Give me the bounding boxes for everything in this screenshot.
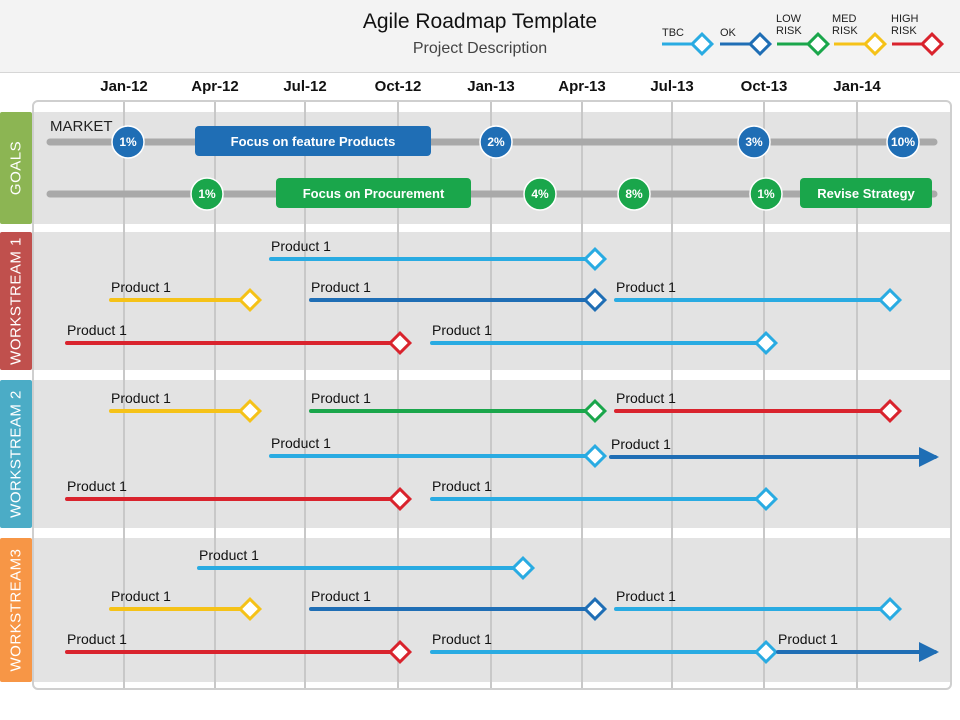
goal-milestone [111, 125, 145, 159]
goal-milestone-label: 8% [625, 187, 643, 201]
milestone-diamond [387, 486, 413, 512]
legend-diamond [747, 31, 773, 57]
product-label: Product 1 [616, 279, 676, 295]
milestone-diamond [753, 639, 779, 665]
milestone-diamond [582, 596, 608, 622]
goal-milestone [886, 125, 920, 159]
product-label: Product 1 [271, 435, 331, 451]
milestone-diamond [582, 443, 608, 469]
product-label: Product 1 [311, 279, 371, 295]
tick-label: Jul-12 [283, 78, 327, 95]
goal-milestone [523, 177, 557, 211]
milestone-diamond [582, 287, 608, 313]
product-label: Product 1 [432, 478, 492, 494]
milestone-diamond [582, 246, 608, 272]
milestone-diamond [237, 398, 263, 424]
legend-diamond [919, 31, 945, 57]
goal-milestone-label: 2% [487, 135, 505, 149]
legend [662, 31, 945, 57]
milestone-diamond [877, 596, 903, 622]
goal-milestone-label: 1% [119, 135, 137, 149]
milestone-diamond [877, 398, 903, 424]
goal-milestone [479, 125, 513, 159]
milestone-diamond [237, 596, 263, 622]
milestone-diamond [753, 330, 779, 356]
product-label: Product 1 [67, 478, 127, 494]
product-label: Product 1 [271, 238, 331, 254]
goal-milestone [737, 125, 771, 159]
tick-label: Jan-14 [833, 78, 881, 95]
goal-milestone-label: 1% [198, 187, 216, 201]
page-title: Agile Roadmap Template [362, 10, 598, 33]
goal-milestone [617, 177, 651, 211]
product-label: Product 1 [616, 588, 676, 604]
tick-label: Oct-13 [740, 78, 788, 95]
product-label: Product 1 [111, 279, 171, 295]
legend-diamond [689, 31, 715, 57]
product-label: Product 1 [111, 588, 171, 604]
tick-label: Jan-13 [467, 78, 515, 95]
goal-box [195, 126, 431, 156]
product-bars [65, 246, 939, 665]
legend-label: OK [720, 27, 736, 39]
milestone-diamond [753, 486, 779, 512]
goal-box-label: Focus on feature Products [231, 134, 396, 149]
product-label: Product 1 [432, 631, 492, 647]
product-label: Product 1 [311, 588, 371, 604]
milestone-diamond [387, 330, 413, 356]
milestone-diamond [387, 639, 413, 665]
timeline-axis: Jan-12 Apr-12 Jul-12 Oct-12 Jan-13 Apr-1… [0, 72, 960, 100]
product-label: Product 1 [778, 631, 838, 647]
page-subtitle: Project Description [412, 40, 548, 57]
lane-header-workstream-1: WORKSTREAM 1 [0, 232, 32, 370]
tick-label: Jul-13 [650, 78, 694, 95]
lane-header-workstream-3: WORKSTREAM3 [0, 538, 32, 682]
goal-milestone-label: 1% [757, 187, 775, 201]
legend-diamond [862, 31, 888, 57]
lane-header-workstream-2: WORKSTREAM 2 [0, 380, 32, 528]
goals-lane: Focus on feature Products 1% 2% 3% 10% Focus … [46, 125, 938, 211]
goal-milestone [190, 177, 224, 211]
goal-milestone-label: 4% [531, 187, 549, 201]
header: Agile Roadmap Template Project Descripti… [0, 0, 960, 73]
product-label: Product 1 [199, 547, 259, 563]
goal-milestone-label: 10% [891, 135, 915, 149]
legend-diamond [805, 31, 831, 57]
lane-header-goals: GOALS [0, 112, 32, 224]
milestone-diamond [877, 287, 903, 313]
product-label: Product 1 [67, 631, 127, 647]
goal-milestone-label: 3% [745, 135, 763, 149]
product-label: Product 1 [616, 390, 676, 406]
product-label: Product 1 [311, 390, 371, 406]
goal-box [800, 178, 932, 208]
product-label: Product 1 [432, 322, 492, 338]
tick-label: Jan-12 [100, 78, 148, 95]
tick-label: Oct-12 [374, 78, 422, 95]
goal-box [276, 178, 471, 208]
tick-label: Apr-13 [558, 78, 606, 95]
legend-label: TBC [662, 27, 684, 39]
product-label: Product 1 [67, 322, 127, 338]
milestone-diamond [237, 287, 263, 313]
goal-milestone [749, 177, 783, 211]
product-label: Product 1 [611, 436, 671, 452]
goal-box-label: Revise Strategy [817, 186, 915, 201]
milestone-diamond [510, 555, 536, 581]
tick-label: Apr-12 [191, 78, 239, 95]
market-label: MARKET [50, 118, 113, 135]
product-label: Product 1 [111, 390, 171, 406]
timeline-gridlines [123, 102, 858, 688]
goal-box-label: Focus on Procurement [303, 186, 445, 201]
milestone-diamond [582, 398, 608, 424]
